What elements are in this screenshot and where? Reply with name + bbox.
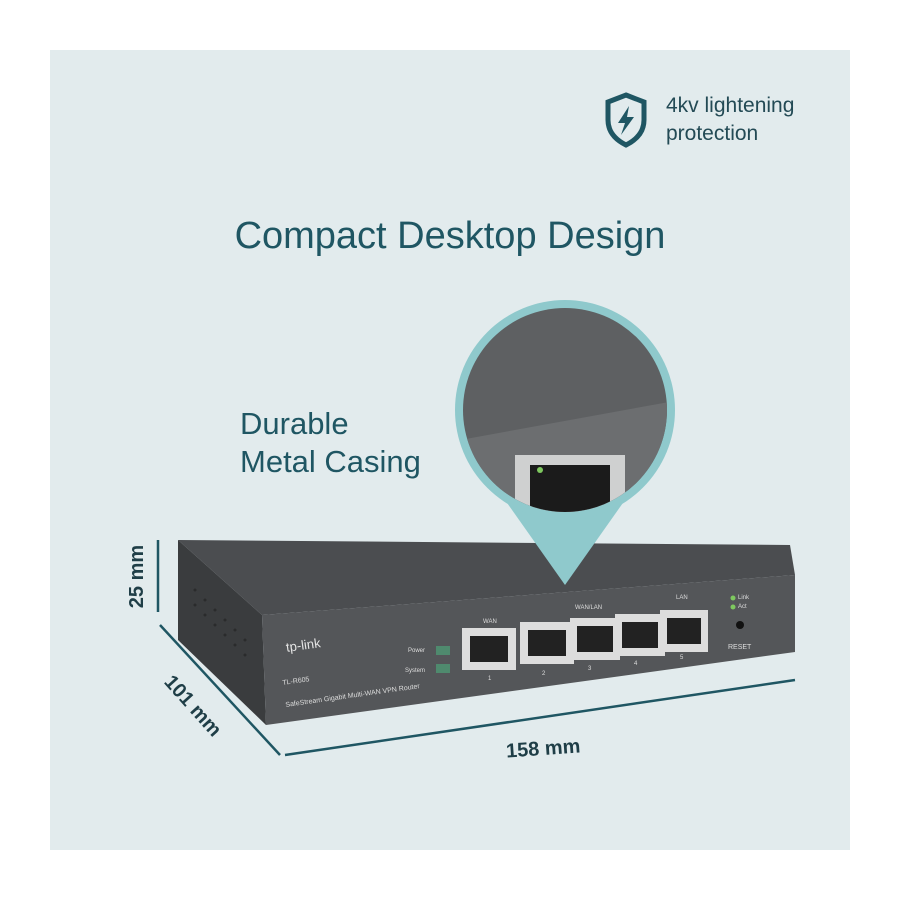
wanlan-label: WAN/LAN (575, 605, 603, 611)
power-led (436, 646, 450, 655)
badge-line1: 4kv lightening (666, 94, 795, 117)
badge-line2: protection (666, 122, 759, 145)
lan-label: LAN (676, 595, 688, 601)
port-number: 4 (634, 661, 638, 667)
port-number: 5 (680, 655, 684, 661)
port-number: 2 (542, 671, 546, 677)
vent-holes (193, 588, 247, 657)
magnifier-pointer (505, 500, 625, 585)
background-panel (50, 50, 850, 850)
reset-hole (736, 621, 744, 629)
wan-label: WAN (483, 619, 497, 625)
router-side (178, 540, 266, 725)
system-label: System (405, 668, 426, 674)
page-title: Compact Desktop Design (234, 215, 666, 257)
casing-callout: Durable Metal Casing (240, 405, 421, 481)
height-dimension: 25 mm (126, 544, 149, 609)
callout-line2: Metal Casing (240, 444, 421, 479)
port-number: 1 (488, 676, 492, 682)
link-label: Link (738, 595, 750, 601)
reset-label: RESET (728, 644, 752, 651)
callout-line1: Durable (240, 406, 349, 441)
router-top (178, 540, 795, 615)
shield-lightning-icon (605, 92, 647, 148)
system-led (436, 664, 450, 673)
lightning-protection-badge: 4kv lightening protection (666, 92, 794, 148)
act-label: Act (738, 604, 747, 610)
port-number: 3 (588, 666, 592, 672)
ethernet-ports (462, 610, 708, 670)
power-label: Power (408, 648, 426, 654)
dimension-lines (156, 540, 796, 757)
